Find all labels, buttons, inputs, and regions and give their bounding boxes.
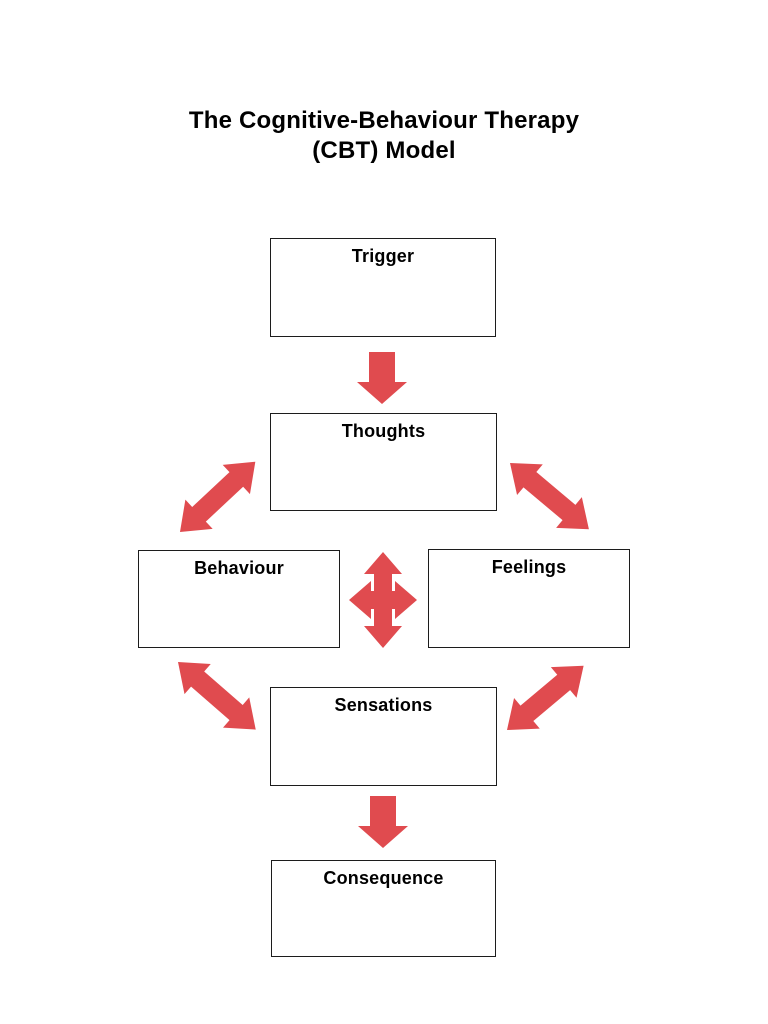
- down-arrow-trigger-thoughts: [357, 352, 407, 404]
- page-title: The Cognitive-Behaviour Therapy (CBT) Mo…: [0, 106, 768, 166]
- node-trigger-label: Trigger: [351, 246, 415, 266]
- node-trigger: Trigger: [270, 238, 496, 337]
- node-consequence: Consequence: [271, 860, 496, 957]
- node-sensations: Sensations: [270, 687, 497, 786]
- page-title-line2: (CBT) Model: [312, 137, 456, 164]
- node-behaviour-label: Behaviour: [194, 558, 284, 578]
- down-arrow-sensations-consequence: [358, 796, 408, 848]
- page-title-line1: The Cognitive-Behaviour Therapy: [188, 107, 580, 134]
- double-arrow-behaviour-sensations: [178, 662, 256, 730]
- node-feelings: Feelings: [428, 549, 630, 648]
- double-arrow-feelings-sensations: [507, 665, 584, 730]
- double-arrow-thoughts-feelings: [510, 463, 589, 530]
- node-consequence-label: Consequence: [323, 868, 444, 888]
- four-way-arrow-horizontal: [349, 581, 417, 619]
- double-arrow-thoughts-behaviour: [180, 461, 256, 532]
- node-behaviour: Behaviour: [138, 550, 340, 648]
- four-way-arrow: [349, 552, 417, 648]
- node-thoughts-label: Thoughts: [341, 421, 426, 441]
- four-way-arrow-vertical: [364, 552, 402, 648]
- node-thoughts: Thoughts: [270, 413, 497, 511]
- node-sensations-label: Sensations: [334, 695, 433, 715]
- node-feelings-label: Feelings: [491, 557, 567, 577]
